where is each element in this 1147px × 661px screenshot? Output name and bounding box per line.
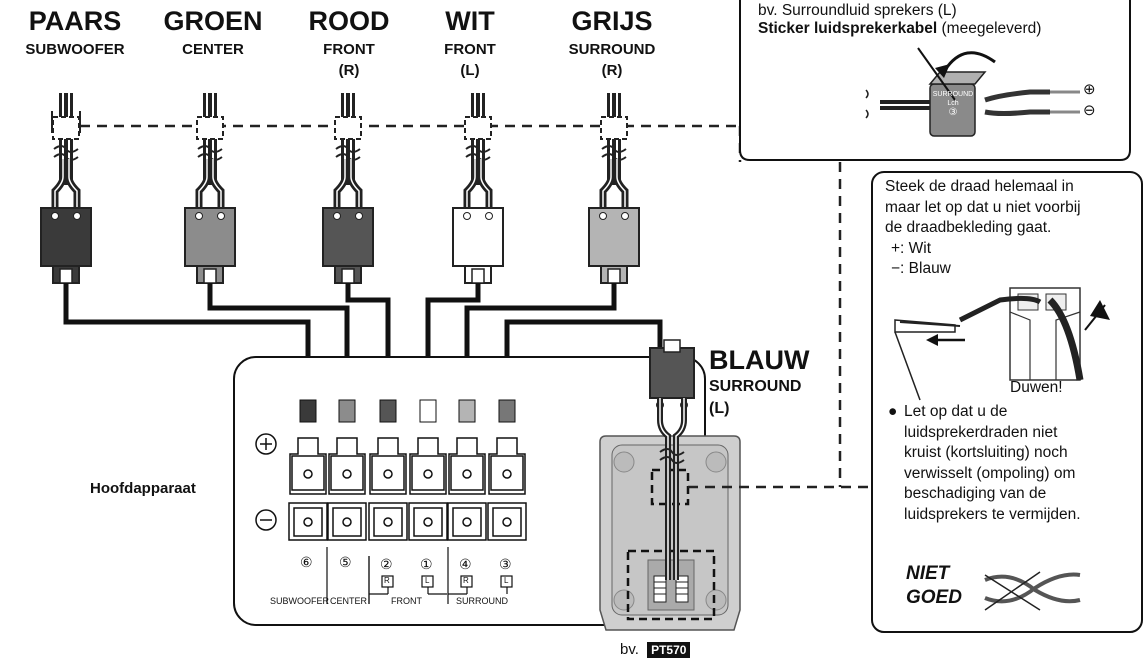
group-label-center: CENTER [330,596,368,606]
instruction-box [871,171,1143,633]
blue-connector-header: BLAUW SURROUND (L) [709,345,809,420]
terminal-number-3: ③ [499,556,512,572]
niet-goed-line-2: GOED [906,587,962,608]
sticker-example-line: bv. Surroundluid sprekers (L) [758,2,957,19]
connector-channel-label: SURROUND [568,41,656,58]
connector-header-1: PAARS SUBWOOFER [15,8,135,60]
sticker-tag-channel: SURROUND [932,91,974,98]
minus-blue-line: −: Blauw [891,260,951,277]
warning-line: luidsprekers te vermijden. [904,505,1081,523]
sticker-info-box [739,0,1131,161]
connector-color-label: GROEN [163,6,263,36]
instruction-text: Steek de draad helemaal in maar let op d… [885,177,1135,280]
blue-connector-channel-label: SURROUND [709,378,802,395]
warning-line: verwisselt (ompoling) om [904,464,1076,482]
plus-white-line: +: Wit [891,239,932,257]
sticker-tag-number: ③ [948,107,958,118]
warning-text: ● Let op dat u de luidsprekerdraden niet… [888,402,1138,525]
warning-line: kruist (kortsluiting) noch [904,444,1068,461]
speaker-model-badge: PT570 [647,642,691,658]
terminal-number-5: ⑤ [339,554,352,570]
connector-side-label: (R) [601,62,623,79]
connector-plug-front-r [322,92,374,284]
terminal-number-1: ① [420,556,433,572]
side-label-l: L [504,576,509,585]
sticker-tag-label: SURROUND Lch ③ [931,90,975,118]
bullet-icon: ● [888,403,898,420]
side-label-r: R [384,576,390,585]
instruction-line-2: maar let op dat u niet voorbij [885,198,1081,216]
instruction-line-3: de draadbekleding gaat. [885,219,1052,236]
connector-channel-label: FRONT [323,41,375,58]
connector-color-label: GRIJS [571,6,653,36]
connector-header-5: GRIJS SURROUND (R) [547,8,677,81]
sticker-tag-side: Lch [947,100,959,107]
group-label-subwoofer: SUBWOOFER [270,596,330,606]
connector-channel-label: FRONT [444,41,496,58]
warning-line: beschadiging van de [904,485,1047,502]
connector-side-label: (R) [338,62,360,79]
warning-line: Let op dat u de [904,403,1008,420]
niet-goed-line-1: NIET [906,563,950,584]
connector-header-4: WIT FRONT (L) [410,8,530,81]
speaker-drawing [599,339,741,631]
terminal-number-4: ④ [459,556,472,572]
instruction-line-1: Steek de draad helemaal in [885,178,1074,195]
sticker-title: Sticker luidsprekerkabel [758,20,938,37]
speaker-caption: bv. PT570 [620,641,691,658]
connector-channel-label: SUBWOOFER [25,41,125,58]
side-label-r: R [463,576,469,585]
group-label-front: FRONT [391,596,422,606]
connector-header-3: ROOD FRONT (R) [289,8,409,81]
sticker-minus-symbol: ⊖ [1083,102,1096,119]
push-label: Duwen! [1010,379,1063,396]
blue-connector-side-label: (L) [709,400,730,417]
connector-side-label: (L) [460,62,480,79]
routing-wires [63,283,663,382]
connector-plug-surround-r [588,92,640,284]
connector-plug-subwoofer [40,92,92,284]
main-unit-panel [233,356,706,626]
niet-goed-label: NIET GOED [906,562,962,610]
speaker-caption-prefix: bv. [620,641,639,658]
connector-color-label: WIT [445,6,495,36]
terminal-number-2: ② [380,556,393,572]
main-unit-label: Hoofdapparaat [90,480,196,497]
side-label-l: L [425,576,430,585]
blue-connector-color-label: BLAUW [709,345,810,375]
connector-color-label: PAARS [28,6,122,36]
sticker-supplied-note: (meegeleverd) [937,20,1042,37]
connector-plug-center [184,92,236,284]
sticker-plus-symbol: ⊕ [1083,81,1096,98]
sticker-box-text: bv. Surroundluid sprekers (L) Sticker lu… [758,2,1123,38]
terminal-number-6: ⑥ [300,554,313,570]
warning-line: luidsprekerdraden niet [904,423,1058,441]
connector-header-2: GROEN CENTER [153,8,273,60]
group-label-surround: SURROUND [456,596,509,606]
connector-channel-label: CENTER [182,41,244,58]
connector-plug-front-l [452,92,504,284]
connector-color-label: ROOD [308,6,390,36]
